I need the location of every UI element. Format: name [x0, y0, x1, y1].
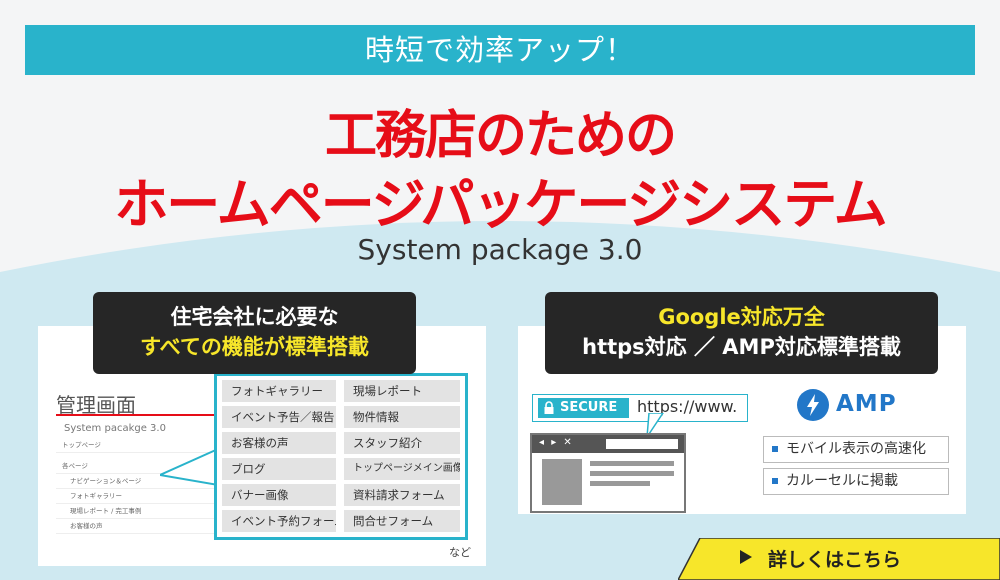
amp-benefit-label: カルーセルに掲載: [786, 473, 898, 489]
admin-menu: トップページ ‹ 各ページ ^ ナビゲーション＆ページ フォトギャラリー 現場レ…: [56, 438, 221, 534]
bullet-square-icon: [772, 478, 778, 484]
left-card-label: 住宅会社に必要な すべての機能が標準搭載: [93, 292, 416, 374]
play-arrow-icon: [740, 550, 752, 564]
feature-item: フォトギャラリー: [222, 380, 336, 402]
amp-bolt-icon: [797, 389, 829, 421]
admin-menu-subitem: 現場レポート / 完工事例: [56, 504, 221, 519]
feature-item: 現場レポート: [344, 380, 460, 402]
left-card-label-line-1: 住宅会社に必要な: [170, 305, 339, 329]
browser-text-line: [590, 461, 674, 466]
right-card-label-line-2: https対応 ／ AMP対応標準搭載: [582, 335, 901, 359]
url-callout-pointer: [646, 413, 664, 437]
admin-menu-subitem: フォトギャラリー: [56, 489, 221, 504]
feature-item: イベント予約フォーム: [222, 510, 336, 532]
browser-nav-icons: ◂ ▸ ✕: [539, 437, 574, 448]
admin-screen-title: 管理画面: [56, 393, 136, 417]
browser-address-field: [606, 439, 678, 449]
amp-benefit-label: モバイル表示の高速化: [786, 441, 926, 457]
feature-list: フォトギャラリー 現場レポート イベント予告／報告 物件情報 お客様の声 スタッ…: [222, 380, 464, 532]
admin-title-underline: [56, 414, 256, 416]
feature-item: 問合せフォーム: [344, 510, 460, 532]
browser-image-placeholder: [542, 459, 582, 505]
headline-line-2: ホームページパッケージシステム: [114, 173, 887, 236]
feature-item: バナー画像: [222, 484, 336, 506]
admin-menu-label: トップページ: [62, 441, 101, 449]
feature-item: 資料請求フォーム: [344, 484, 460, 506]
headline-line-1: 工務店のための: [324, 106, 677, 166]
feature-item: イベント予告／報告: [222, 406, 336, 428]
right-card-label: Google対応万全 https対応 ／ AMP対応標準搭載: [545, 292, 938, 374]
secure-badge: SECURE: [538, 398, 629, 418]
amp-logo-text: AMP: [836, 391, 897, 417]
amp-benefit-item: モバイル表示の高速化: [763, 436, 949, 463]
feature-item: トップページメイン画像: [344, 458, 460, 480]
amp-benefit-item: カルーセルに掲載: [763, 468, 949, 495]
feature-item: 物件情報: [344, 406, 460, 428]
secure-url-text: https://www.: [637, 397, 738, 416]
browser-toolbar: ◂ ▸ ✕: [532, 435, 684, 453]
admin-menu-subitem: お客様の声: [56, 519, 221, 534]
left-card-label-line-2: すべての機能が標準搭載: [140, 335, 369, 359]
details-cta-button[interactable]: [678, 538, 1000, 580]
etc-note: など: [449, 546, 471, 559]
tagline-banner: 時短で効率アップ！: [25, 25, 975, 75]
callout-pointer: [160, 447, 219, 487]
admin-menu-label: 各ページ: [62, 462, 88, 470]
feature-item: ブログ: [222, 458, 336, 480]
admin-menu-subitem: ナビゲーション＆ページ: [56, 474, 221, 489]
lock-icon: [544, 401, 554, 414]
feature-item: お客様の声: [222, 432, 336, 454]
feature-item: スタッフ紹介: [344, 432, 460, 454]
admin-package-label: System pacakge 3.0: [64, 423, 166, 434]
browser-text-line: [590, 471, 674, 476]
browser-illustration: ◂ ▸ ✕: [530, 433, 686, 513]
bullet-square-icon: [772, 446, 778, 452]
browser-text-line: [590, 481, 650, 486]
headline-subtitle: System package 3.0: [357, 233, 643, 266]
details-cta-label[interactable]: 詳しくはこちら: [768, 549, 902, 571]
right-card-label-line-1: Google対応万全: [658, 305, 825, 329]
